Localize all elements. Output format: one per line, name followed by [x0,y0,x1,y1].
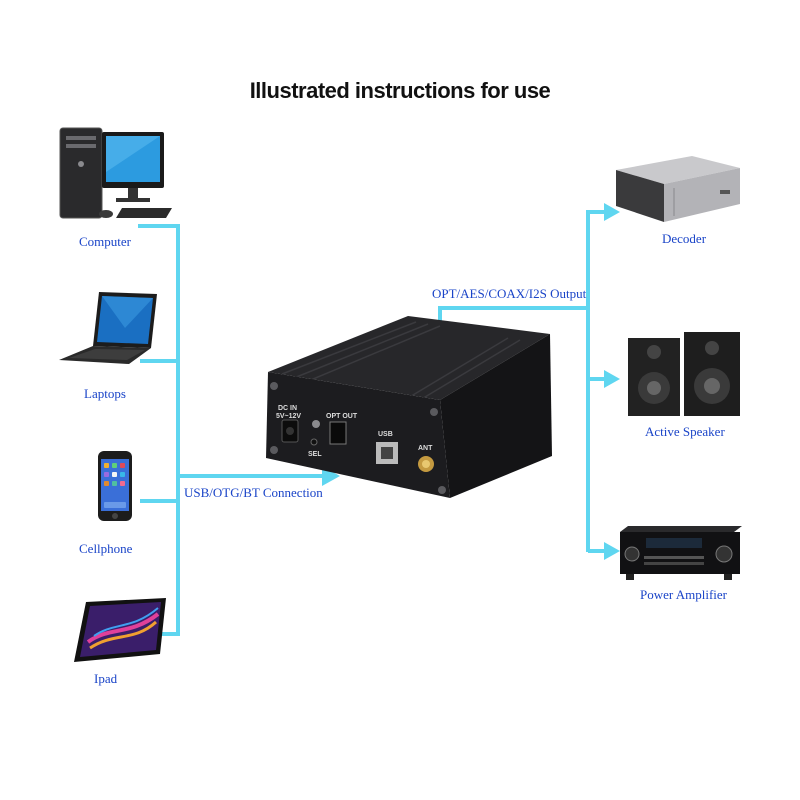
speaker-label: Active Speaker [645,424,725,439]
page-title: Illustrated instructions for use [249,78,551,103]
cellphone-icon [98,451,132,521]
dac-device: DC IN 5V~12V OPT OUT SEL USB ANT [266,316,552,498]
dc-in-text: DC IN [278,405,297,412]
amplifier-label: Power Amplifier [640,587,728,602]
computer-label: Computer [79,234,131,249]
amplifier-link-line [588,549,606,553]
speaker-arrow [604,370,620,388]
computer-icon [59,127,172,219]
opt-out-text: OPT OUT [326,413,358,420]
laptop-label: Laptops [84,386,126,401]
speaker-link-line [588,377,606,381]
output-bus-line [586,210,590,552]
laptop-link-line [140,359,178,363]
voltage-text: 5V~12V [276,413,301,420]
device-top-face [268,316,550,400]
ant-text: ANT [418,445,433,452]
cellphone-label: Cellphone [79,541,133,556]
decoder-label: Decoder [662,231,707,246]
tablet-link-line [160,632,178,636]
computer-link-line [138,224,178,228]
input-to-device-line [178,474,326,478]
decoder-icon [616,156,740,222]
decoder-arrow [604,203,620,221]
output-connection-label: OPT/AES/COAX/I2S Output [432,286,587,301]
device-output-line [438,306,588,310]
usb-text: USB [378,431,393,438]
cellphone-link-line [140,499,178,503]
amplifier-icon [620,526,742,580]
tablet-label: Ipad [94,671,118,686]
input-bus-line [176,224,180,636]
laptop-icon [59,292,157,364]
decoder-link-line [588,210,606,214]
device-side-face [440,334,552,498]
speaker-icon [628,332,740,416]
tablet-icon [74,598,166,662]
amplifier-arrow [604,542,620,560]
sel-text: SEL [308,451,322,458]
device-front-panel [266,372,450,498]
device-output-riser [438,306,442,324]
input-connection-label: USB/OTG/BT Connection [184,485,323,500]
